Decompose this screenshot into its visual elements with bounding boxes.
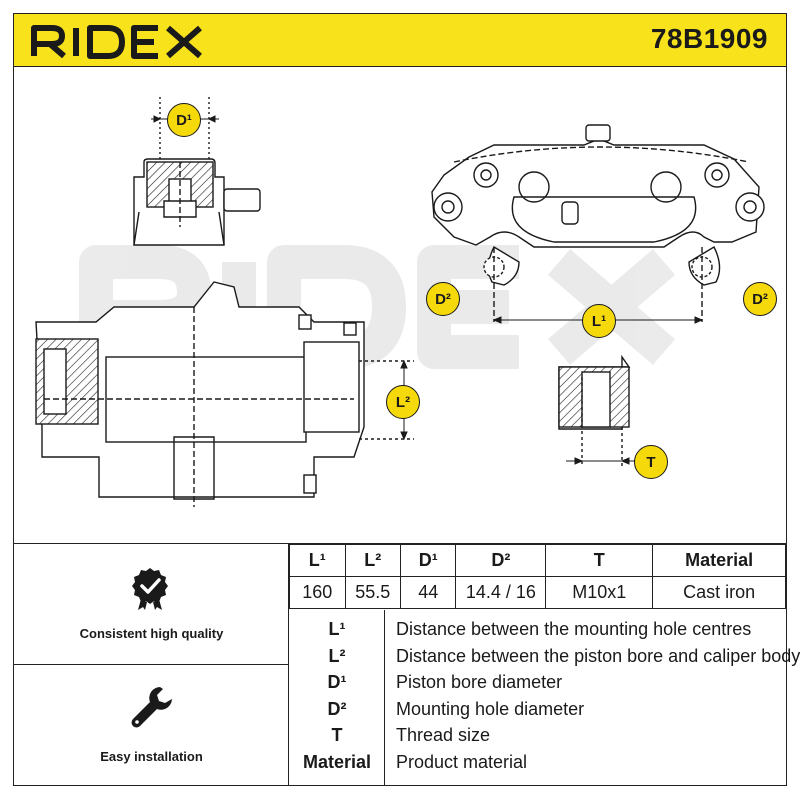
spec-value-d2: 14.4 / 16 xyxy=(455,576,547,609)
legend-row: L² Distance between the piston bore and … xyxy=(289,646,800,672)
t-badge: T xyxy=(634,445,668,479)
header-bar: 78B1909 xyxy=(13,13,787,67)
legend-symbol: D¹ xyxy=(327,672,347,692)
legend-symbol: L¹ xyxy=(328,619,346,639)
part-number: 78B1909 xyxy=(650,23,768,54)
spec-header-d1: D¹ xyxy=(400,544,457,577)
spec-value-d1: 44 xyxy=(400,576,457,609)
t-dimension xyxy=(566,457,639,465)
spec-value-row: 160 55.5 44 14.4 / 16 M10x1 Cast iron xyxy=(289,576,786,609)
feature-installation: Easy installation xyxy=(14,665,289,785)
legend-row: Material Product material xyxy=(289,752,788,778)
legend-description: Distance between the mounting hole centr… xyxy=(396,619,752,639)
legend-description: Product material xyxy=(396,752,528,772)
caliper-drawing xyxy=(35,97,765,507)
l1-badge: L¹ xyxy=(582,304,616,338)
quality-badge-icon xyxy=(132,568,168,610)
d2-left-badge: D² xyxy=(426,282,460,316)
legend-row: D² Mounting hole diameter xyxy=(289,699,788,725)
wrench-icon xyxy=(131,687,172,728)
thread-section-view xyxy=(558,354,631,467)
legend-symbol: Material xyxy=(302,752,372,772)
feature-quality-label: Consistent high quality xyxy=(79,626,224,641)
spec-header-l1: L¹ xyxy=(289,544,346,577)
spec-header-l2: L² xyxy=(344,544,402,577)
spec-value-t: M10x1 xyxy=(545,576,654,609)
info-section: Consistent high quality Easy installatio… xyxy=(13,543,800,786)
spec-value-material: Cast iron xyxy=(652,576,786,609)
spec-table: L¹ L² D¹ D² T Material 160 55.5 44 14.4 … xyxy=(289,544,786,609)
legend-description: Distance between the piston bore and cal… xyxy=(396,646,800,666)
spec-value-l1: 160 xyxy=(289,576,346,609)
feature-divider xyxy=(14,664,289,665)
piston-section-view xyxy=(133,97,261,246)
legend-symbol: D² xyxy=(327,699,347,719)
feature-installation-label: Easy installation xyxy=(100,749,203,764)
legend-description: Mounting hole diameter xyxy=(396,699,585,719)
caliper-side-view xyxy=(35,281,414,507)
spec-value-l2: 55.5 xyxy=(344,576,402,609)
legend-divider xyxy=(384,610,385,785)
legend-description: Piston bore diameter xyxy=(396,672,563,692)
legend-row: T Thread size xyxy=(289,725,788,751)
spec-header-material: Material xyxy=(652,544,786,577)
legend-row: L¹ Distance between the mounting hole ce… xyxy=(289,619,788,645)
l2-badge: L² xyxy=(386,385,420,419)
legend-symbol: T xyxy=(331,725,343,745)
spec-header-d2: D² xyxy=(455,544,547,577)
spec-header-row: L¹ L² D¹ D² T Material xyxy=(289,544,786,577)
d1-badge: D¹ xyxy=(167,103,201,137)
spec-header-t: T xyxy=(545,544,654,577)
legend-symbol: L² xyxy=(328,646,346,666)
ridex-logo xyxy=(31,25,202,59)
d2-right-badge: D² xyxy=(743,282,777,316)
legend-row: D¹ Piston bore diameter xyxy=(289,672,788,698)
feature-quality: Consistent high quality xyxy=(14,544,289,664)
caliper-front-view xyxy=(431,124,765,322)
technical-drawing: D¹ D² D² L¹ L² T xyxy=(13,67,787,543)
legend-description: Thread size xyxy=(396,725,491,745)
